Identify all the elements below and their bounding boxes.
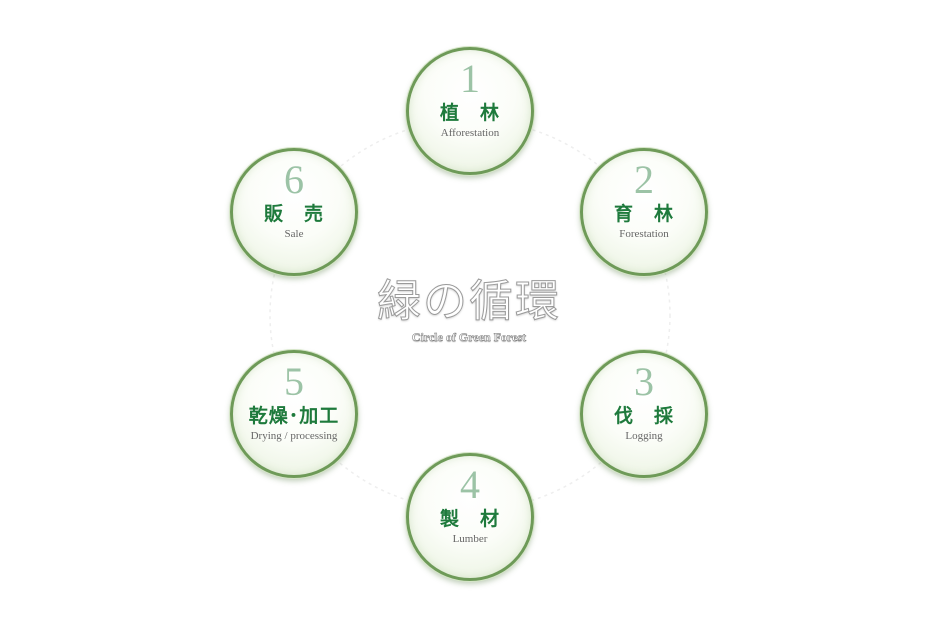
step-number: 6 <box>284 157 304 202</box>
step-1-afforestation: 1 植 林 Afforestation <box>406 47 534 175</box>
step-label-en: Lumber <box>452 533 488 545</box>
step-label-jp: 製 材 <box>439 508 500 530</box>
step-label-jp: 販 売 <box>263 203 324 225</box>
step-label-en: Sale <box>284 228 304 240</box>
step-label-en: Forestation <box>619 228 669 240</box>
step-number: 4 <box>460 462 480 507</box>
step-2-forestation: 2 育 林 Forestation <box>580 148 708 276</box>
step-number: 3 <box>634 359 654 404</box>
step-6-sale: 6 販 売 Sale <box>230 148 358 276</box>
cycle-center-label: 緑の循環 Circle of Green Forest <box>324 276 614 345</box>
step-label-en: Afforestation <box>440 127 500 139</box>
step-number: 2 <box>634 157 654 202</box>
step-number: 5 <box>284 359 304 404</box>
cycle-title: 緑の循環 <box>377 276 561 328</box>
step-label-jp: 植 林 <box>439 102 500 124</box>
step-4-lumber: 4 製 材 Lumber <box>406 453 534 581</box>
step-3-logging: 3 伐 採 Logging <box>580 350 708 478</box>
step-label-jp: 育 林 <box>613 203 674 225</box>
step-label-jp: 伐 採 <box>613 405 674 427</box>
step-label-jp: 乾燥･加工 <box>248 405 340 427</box>
step-label-en: Logging <box>625 430 663 442</box>
step-number: 1 <box>460 56 480 101</box>
step-label-en: Drying / processing <box>250 430 338 442</box>
cycle-subtitle: Circle of Green Forest <box>411 330 527 345</box>
step-5-drying-processing: 5 乾燥･加工 Drying / processing <box>230 350 358 478</box>
